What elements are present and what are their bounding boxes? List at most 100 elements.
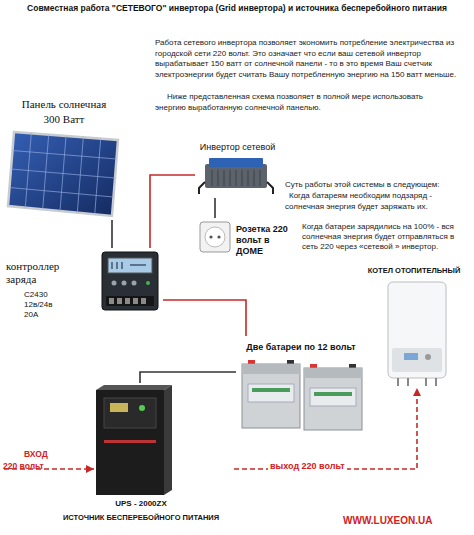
boiler-picture-part <box>392 348 442 372</box>
grid-inverter-picture-part-part <box>236 170 237 186</box>
grid-inverter-label-wrap: Инвертор сетевой <box>195 142 280 152</box>
solar-panel-picture-part <box>10 133 117 214</box>
charge-controller-picture-part-part <box>121 262 122 269</box>
grid-inverter-picture-part <box>267 182 273 194</box>
charge-controller-label-wrap: С2430 12в/24в 20А <box>24 290 66 320</box>
battery-picture-part <box>242 364 300 374</box>
charge-controller-picture-part-part <box>116 262 117 269</box>
solar-panel-picture-part-part <box>10 188 114 198</box>
boiler-picture <box>388 282 446 386</box>
heating-boiler-label-wrap: КОТЕЛ ОТОПИТЕЛЬНЫЙ <box>358 266 470 275</box>
solar-panel-label: 300 Ватт <box>4 113 124 125</box>
wire-connector <box>150 175 195 248</box>
charge-controller-picture-part <box>122 281 127 286</box>
ups-picture-part <box>164 385 172 495</box>
battery-picture <box>242 360 362 430</box>
charge-controller-picture-part <box>112 262 146 269</box>
heating-boiler: КОТЕЛ ОТОПИТЕЛЬНЫЙ <box>358 262 472 388</box>
wall-socket-label: Розетка 220 вольт в ДОМЕ <box>236 224 298 257</box>
battery-pair-label: Две батареи по 12 вольт <box>236 342 366 352</box>
charge-controller-label: С2430 12в/24в 20А <box>24 290 66 320</box>
battery-picture-part <box>242 364 300 428</box>
charge-controller-picture-part-part <box>130 264 146 265</box>
ups-unit: UPS - 2000ZX ИСТОЧНИК БЕСПЕРЕБОЙНОГО ПИТА… <box>50 383 234 530</box>
wire-connector <box>163 300 246 336</box>
grid-inverter-picture-part-part <box>230 170 231 186</box>
battery-pair-label-wrap: Две батареи по 12 вольт <box>236 342 366 352</box>
intro-note: Работа сетевого инвертора позволяет экон… <box>155 38 467 80</box>
charge-controller-picture-part <box>141 298 146 304</box>
principle-note-wrap: Когда батареям необходим подзаряд - солн… <box>285 191 468 212</box>
wire-connector <box>140 372 236 383</box>
ups-unit-label: ИСТОЧНИК БЕСПЕРЕБОЙНОГО ПИТАНИЯ <box>50 513 232 522</box>
battery-picture-part <box>304 368 362 430</box>
battery-picture-part <box>304 368 362 378</box>
charge-controller-label: контроллер заряда <box>6 260 76 286</box>
grid-inverter-picture <box>199 158 273 194</box>
ups-picture-part <box>104 440 156 443</box>
ups-picture-part <box>110 403 128 412</box>
boiler-picture-part <box>398 378 436 386</box>
grid-inverter-picture-part-part <box>212 170 213 186</box>
charge-controller-picture-part <box>132 281 137 286</box>
ups-unit-label-wrap: ИСТОЧНИК БЕСПЕРЕБОЙНОГО ПИТАНИЯ <box>50 513 232 522</box>
socket-picture-part <box>200 222 230 252</box>
grid-inverter-label: Инвертор сетевой <box>195 142 280 152</box>
boiler-picture-part-part <box>397 378 399 386</box>
ups-unit-label-wrap: UPS - 2000ZX <box>50 499 232 508</box>
grid-inverter-picture-part <box>212 170 260 186</box>
charge-controller-picture-part <box>133 298 138 304</box>
ups-picture-part <box>139 405 145 411</box>
heating-boiler-label: КОТЕЛ ОТОПИТЕЛЬНЫЙ <box>358 266 470 275</box>
watermark: WWW.LUXEON.UA <box>343 515 432 526</box>
grid-inverter-picture-part-part <box>254 170 255 186</box>
ups-picture <box>96 385 172 495</box>
grid-inverter-picture-part-part <box>242 170 243 186</box>
charge-controller: контроллер зарядаС2430 12в/24в 20А <box>4 248 163 328</box>
wall-socket: Розетка 220 вольт в ДОМЕ <box>196 218 300 262</box>
wire-connector <box>234 388 417 469</box>
solar-panel-label-wrap: Панель солнечная <box>4 98 124 110</box>
charge-controller-picture-part <box>112 281 117 286</box>
grid-inverter-picture-part <box>205 164 267 188</box>
socket-picture-part <box>217 235 220 238</box>
charge-controller-picture-part <box>109 298 114 304</box>
principle-note-wrap: Суть работы этой системы в следующем: <box>285 180 468 191</box>
grid-inverter-picture-part <box>199 182 205 194</box>
socket-picture <box>200 222 230 252</box>
grid-inverter-picture-part-part <box>218 170 219 186</box>
battery-picture-part <box>252 388 290 392</box>
grid-inverter-picture-part-part <box>248 170 249 186</box>
input-label: 220 вольт <box>3 461 44 471</box>
charge-controller-picture-part <box>125 298 130 304</box>
socket-picture-part <box>209 235 212 238</box>
charge-controller-picture-part-part <box>111 262 112 269</box>
edge-label-wrap: выход 220 вольт <box>268 455 347 473</box>
grid-inverter-picture-part-part <box>260 170 261 186</box>
input-label-wrap: ВХОД <box>24 443 48 461</box>
grid-inverter-picture-part <box>209 158 263 167</box>
grid-inverter-picture-part-part <box>224 170 225 186</box>
battery-picture-part <box>314 392 352 396</box>
edge-label: выход 220 вольт <box>268 461 347 471</box>
solar-panel: Панель солнечная 300 Ватт <box>4 96 126 220</box>
boiler-picture-part <box>404 353 418 360</box>
principle-note: Суть работы этой системы в следующем: <box>285 180 468 191</box>
boiler-picture-part-part <box>407 378 409 386</box>
principle-note: Когда батареям необходим подзаряд - солн… <box>285 191 468 212</box>
boiler-picture-part <box>425 354 431 360</box>
ups-picture-part <box>96 390 164 495</box>
solar-panel-picture-part-part <box>13 151 117 160</box>
diagram-title-wrap: Совместная работа "СЕТЕВОГО" инвертора (… <box>4 3 470 13</box>
solar-panel-label-wrap: 300 Ватт <box>4 113 124 125</box>
intro-note: Ниже представленная схема позволяет в по… <box>155 92 455 113</box>
charge-controller-picture <box>102 252 158 310</box>
battery-picture-part <box>248 384 294 402</box>
battery-pair: Две батареи по 12 вольт <box>236 336 368 434</box>
intro-note-wrap: Ниже представленная схема позволяет в по… <box>155 92 455 113</box>
wire-connector <box>111 220 113 248</box>
diagram-title: Совместная работа "СЕТЕВОГО" инвертора (… <box>4 3 470 13</box>
ups-picture-part <box>96 385 172 390</box>
battery-picture-part <box>310 388 356 406</box>
